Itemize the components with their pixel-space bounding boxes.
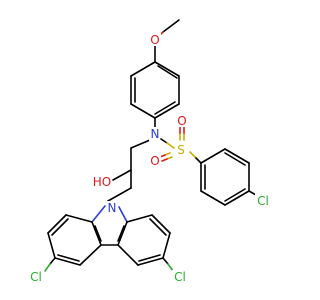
methoxyphenyl-ring [130,44,180,119]
carbazole-nitrogen-label: N [108,201,117,215]
carbazole-chlorine-left-label: Cl [30,270,42,284]
hydroxyl-label: HO [93,175,111,189]
sulfonyl-oxygen-left-label: O [150,154,159,168]
hydroxypropyl-chain [107,147,132,204]
molecule-structure: O N S O O Cl HO N Cl Cl [28,19,271,284]
carbazole-ring-system [44,205,174,272]
methoxy-group [159,19,180,36]
sulfonyl-oxygen-top-label: O [177,114,186,128]
sulfonamide-bonds [130,117,202,164]
methoxy-oxygen-label: O [150,33,159,47]
carbazole-chlorine-right-label: Cl [174,270,186,284]
chlorophenyl-chlorine-label: Cl [257,194,269,208]
sulfur-label: S [177,143,185,157]
chlorophenyl-ring [200,148,263,206]
sulfonamide-nitrogen-label: N [151,127,160,141]
structure-drawing: O N S O O Cl HO N Cl Cl [28,19,271,284]
atom-labels: O N S O O Cl HO N Cl Cl [28,33,271,284]
